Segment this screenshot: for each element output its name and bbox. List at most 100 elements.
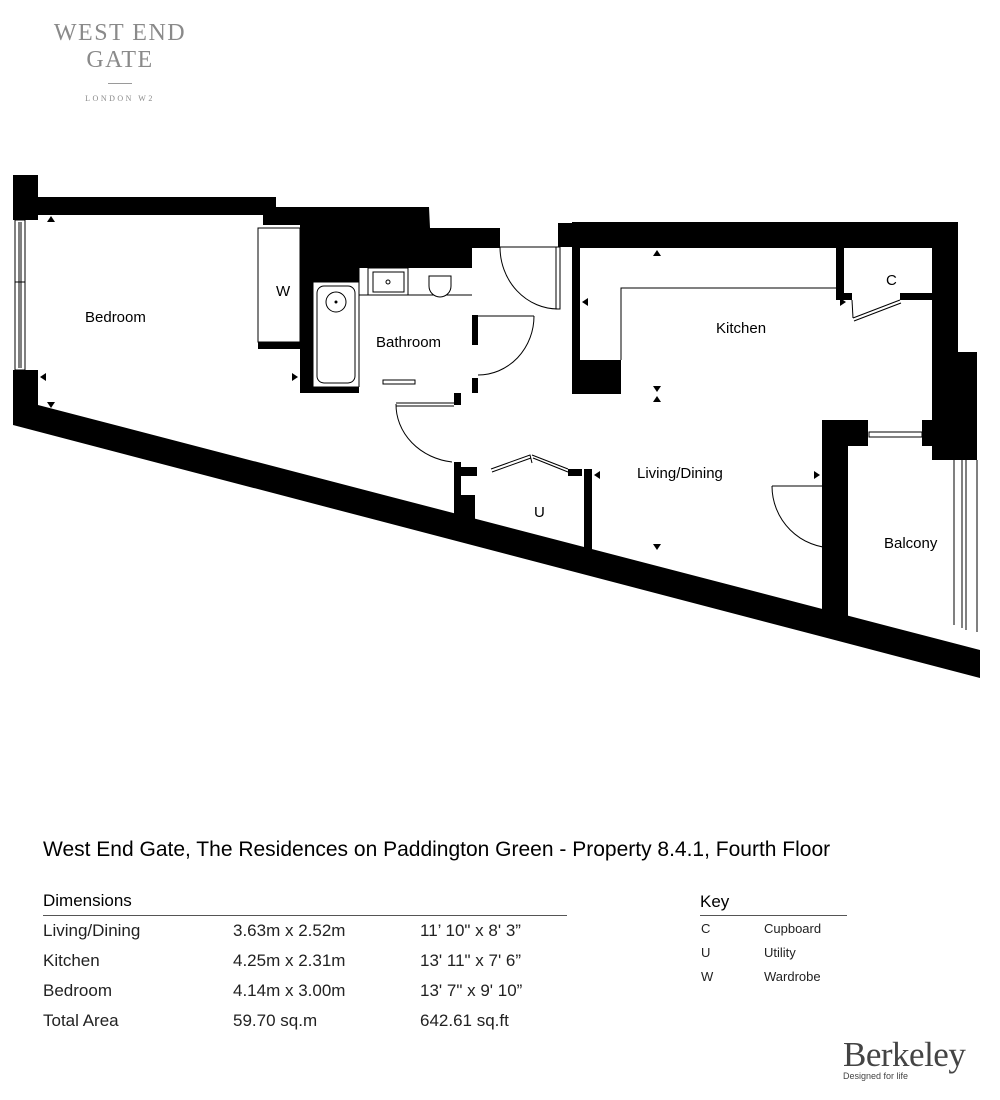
bathroom-fixtures — [312, 267, 472, 393]
dimension-metric: 4.14m x 3.00m — [233, 981, 346, 1000]
key-item: U Utility — [700, 940, 847, 964]
berkeley-logo: Berkeley Designed for life — [843, 1035, 966, 1081]
key-label: Cupboard — [764, 920, 822, 936]
dimension-imperial: 11’ 10" x 8' 3” — [420, 921, 521, 940]
cupboard-door-leaf — [852, 299, 901, 319]
wall-utility-top-left — [454, 467, 477, 476]
key-code: C — [701, 920, 711, 936]
wardrobe-outline — [257, 227, 301, 343]
room-label-utility: U — [534, 504, 545, 521]
wall-left-top — [13, 175, 38, 220]
arrow-up-icon — [47, 216, 55, 222]
key-item: C Cupboard — [700, 916, 847, 940]
toilet — [428, 275, 452, 298]
bedroom-window — [14, 219, 26, 371]
wall-bedroom-top-step — [263, 197, 276, 225]
wall-south-diagonal — [13, 405, 980, 678]
wall-cupboard-bottom-left — [836, 293, 852, 300]
arrow-left-icon — [594, 471, 600, 479]
wall-stub — [454, 392, 461, 405]
key-heading: Key — [700, 892, 847, 916]
room-label-cupboard: C — [886, 272, 897, 289]
wall-bedroom-top — [38, 197, 276, 215]
walls — [13, 175, 980, 678]
arrow-up-icon — [653, 396, 661, 402]
sink-basin — [372, 271, 405, 293]
room-label-living-dining: Living/Dining — [637, 465, 723, 482]
wall-bathroom-top-outer — [276, 207, 429, 225]
west-end-gate-logo: WEST END GATE LONDON W2 — [40, 20, 200, 103]
dimension-room: Total Area — [43, 1011, 119, 1030]
wall-cupboard-left — [836, 247, 844, 300]
bathtub — [312, 281, 360, 388]
doors — [395, 228, 978, 632]
dimension-room: Living/Dining — [43, 921, 141, 940]
dimension-row: Living/Dining 3.63m x 2.52m 11’ 10" x 8'… — [43, 916, 567, 946]
brand-location: LONDON W2 — [85, 94, 155, 103]
floor-plan: Bedroom W Bathroom Kitchen C Living/Dini… — [13, 175, 980, 678]
brand-line-2: GATE — [86, 47, 154, 73]
dimension-room: Bedroom — [43, 981, 112, 1000]
arrow-down-icon — [653, 544, 661, 550]
berkeley-tagline: Designed for life — [843, 1071, 909, 1081]
dimension-row: Bedroom 4.14m x 3.00m 13' 7" x 9' 10” — [43, 976, 567, 1006]
utility-door-left — [490, 454, 533, 470]
dimension-imperial: 13' 11" x 7' 6” — [420, 951, 522, 970]
wall-kitchen-top — [572, 222, 944, 248]
room-label-balcony: Balcony — [884, 535, 938, 552]
wall-entrance-jamb — [558, 223, 572, 247]
dimensions-heading: Dimensions — [43, 891, 567, 916]
key-code: W — [701, 968, 714, 984]
dimension-metric: 59.70 sq.m — [233, 1011, 318, 1030]
room-label-bathroom: Bathroom — [376, 334, 441, 351]
balcony-door-swing — [771, 485, 835, 549]
bathtub-basin — [316, 285, 356, 384]
room-label-wardrobe: W — [276, 283, 291, 300]
wall-utility-left — [454, 462, 461, 532]
key-code: U — [701, 944, 711, 960]
dimension-room: Kitchen — [43, 951, 100, 970]
key-legend: Key C Cupboard U Utility W Wardrobe — [700, 892, 847, 988]
arrow-left-icon — [582, 298, 588, 306]
brand-line-1: WEST END — [53, 20, 187, 46]
wall-wardrobe-ledge — [258, 342, 300, 349]
wall-balcony-top-right — [922, 420, 936, 446]
wall-right-outer — [932, 352, 977, 460]
wall-kitchen-left — [572, 222, 580, 372]
sink-drain — [385, 279, 391, 285]
key-label: Wardrobe — [764, 968, 821, 984]
wall-balcony-left — [822, 420, 868, 605]
room-label-kitchen: Kitchen — [716, 320, 766, 337]
wall-utility-top-right — [568, 469, 582, 476]
utility-door-right — [531, 454, 569, 470]
wall-utility-right — [584, 469, 592, 554]
bathtub-drain — [325, 291, 347, 313]
towel-rail — [382, 379, 416, 385]
arrow-down-icon — [47, 402, 55, 408]
key-item: W Wardrobe — [700, 964, 847, 988]
bathroom-door-swing — [477, 315, 535, 376]
dimension-imperial: 642.61 sq.ft — [420, 1011, 509, 1030]
property-title: West End Gate, The Residences on Padding… — [43, 838, 831, 861]
kitchen-counter-line — [620, 287, 836, 360]
room-label-bedroom: Bedroom — [85, 309, 146, 326]
dimension-metric: 4.25m x 2.31m — [233, 951, 346, 970]
balcony-window — [868, 431, 923, 438]
wall-cupboard-bottom-right — [900, 293, 932, 300]
dimension-metric: 3.63m x 2.52m — [233, 921, 346, 940]
entrance-door-leaf — [555, 246, 561, 310]
dimension-markers — [40, 216, 846, 550]
arrow-down-icon — [653, 386, 661, 392]
dimension-row: Kitchen 4.25m x 2.31m 13' 11" x 7' 6” — [43, 946, 567, 976]
berkeley-wordmark: Berkeley — [843, 1035, 966, 1074]
dimensions-table: Dimensions Living/Dining 3.63m x 2.52m 1… — [43, 891, 567, 1036]
key-label: Utility — [764, 944, 796, 960]
wall-kitchen-island — [572, 360, 621, 394]
arrow-right-icon — [840, 298, 846, 306]
arrow-left-icon — [40, 373, 46, 381]
arrow-right-icon — [814, 471, 820, 479]
arrow-right-icon — [292, 373, 298, 381]
arrow-up-icon — [653, 250, 661, 256]
entrance-door-swing — [499, 246, 559, 310]
brand-divider — [108, 83, 132, 84]
